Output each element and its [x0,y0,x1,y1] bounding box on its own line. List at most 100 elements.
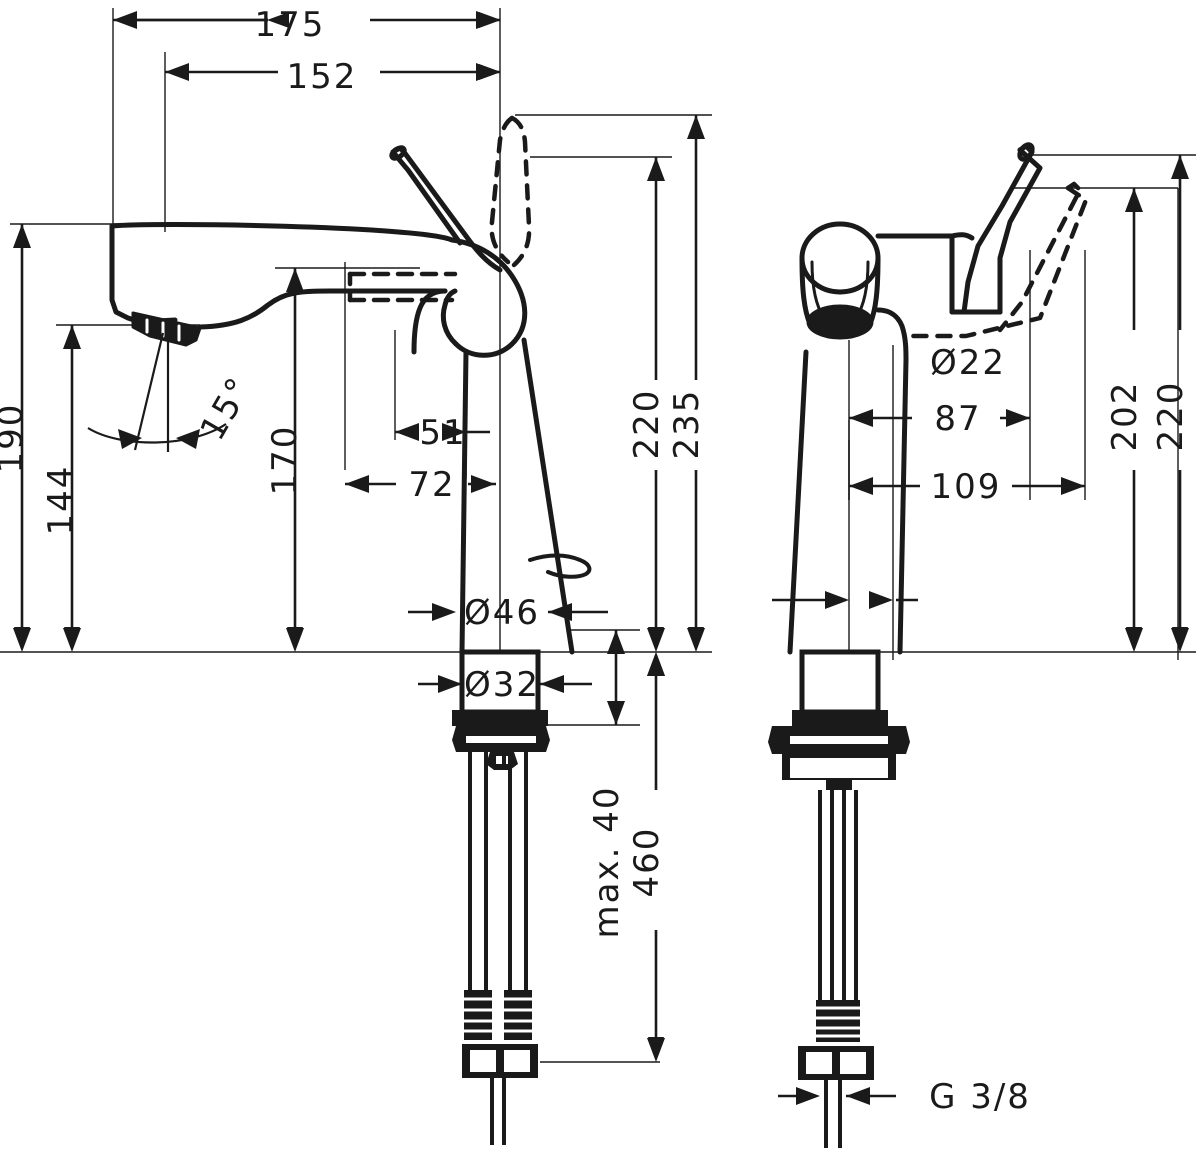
arrow-109-left [849,477,873,495]
arrow-51-left [395,423,419,441]
label-220-right: 220 [1151,381,1191,452]
angle-leader-tilted [133,332,165,451]
aerator-front [806,304,874,340]
arrow-144-bottom [63,628,81,652]
popup-waste-rod [528,553,592,579]
arrow-190-top [13,224,31,248]
shank-assembly-front [768,649,910,1148]
washer-top-front [792,710,888,726]
lever-tip-ellipse [389,145,407,161]
lever-handle-dashed-left [489,115,515,265]
arrow-51-right [442,423,466,441]
hex-face-b [504,1050,530,1072]
arrow-220-top [647,157,665,181]
clip-hole-a [496,756,502,764]
arrow-87-left [849,409,873,427]
arrow-235-bottom [687,628,705,652]
body-shoulder-front [875,307,909,363]
arrow-d32-left [438,675,462,693]
outlet-inner-left [810,260,826,320]
tail-pipe-side [490,1078,506,1145]
label-g38: G 3/8 [929,1077,1031,1117]
arrow-460-top [647,652,665,676]
hex-front-face-b [840,1052,866,1074]
arrow-190-bottom [13,628,31,652]
label-144: 144 [41,465,81,536]
hose-a-side [468,752,488,990]
dimension-text-layer: 175 152 190 144 170 15° 51 72 Ø46 Ø32 22… [0,5,1191,1117]
arrow-g38-left [796,1087,820,1105]
arrow-d32-right [540,675,564,693]
label-175: 175 [255,5,326,45]
label-220: 220 [627,389,667,460]
arrow-max40-bottom [607,701,625,725]
arrow-144-top [63,325,81,349]
label-202: 202 [1105,381,1145,452]
extension-lines-layer [0,8,1196,1063]
spout-upper-edge [109,222,455,243]
label-152: 152 [287,57,358,97]
label-87: 87 [934,399,981,439]
faucet-side-view [109,115,592,655]
column-left-front [787,349,809,655]
column-right [521,337,575,655]
arrow-235-top [687,115,705,139]
lever-front-dashed-b [903,185,1089,339]
aerator-block [131,311,202,347]
arrow-202-bottom [1125,628,1143,652]
hose-front-b [842,790,858,1000]
nut-slot-side [466,736,536,743]
label-170: 170 [265,425,305,496]
ferrule-ribs [464,997,532,1033]
arrow-d46-right [548,603,572,621]
arrow-220r-bottom [1171,628,1189,652]
body-ball-inner [440,288,459,347]
nut-slot-front [790,736,888,744]
lever-front-dashed-a [997,181,1083,333]
arrow-15deg-left [118,429,142,449]
body-neck-lower [411,288,448,355]
arrow-152-left [165,63,189,81]
arrow-72-right [471,475,495,493]
mount-clip-front [826,780,852,790]
hex-front-face-a [806,1052,832,1074]
tail-pipe-front [824,1080,842,1148]
spout-lower-edge [197,288,448,330]
label-72: 72 [408,465,455,505]
arrow-175-right [476,11,500,29]
hose-b-side [508,752,528,990]
arrow-175-left [113,11,137,29]
lever-front-right [997,147,1043,315]
ferrule-front [816,1000,860,1042]
label-d46: Ø46 [464,593,540,633]
shank-assembly-side [452,649,550,1145]
label-190: 190 [0,403,31,474]
angle-15-group [87,332,227,452]
spout-nose [109,223,178,325]
arrow-72-left [345,475,369,493]
hex-face-a [470,1050,496,1072]
label-51: 51 [419,413,466,453]
arrow-max40-top [607,630,625,654]
faucet-front-view [787,142,1089,655]
column-right-front [897,357,909,655]
arrow-d22-right [869,591,893,609]
outlet-inner-right [854,260,870,320]
label-109: 109 [931,467,1002,507]
hose-a-ferrule [464,990,492,1040]
arrow-87-right [1006,409,1030,427]
lever-handle-lower [390,149,463,246]
arrow-170-top [286,268,304,292]
arrow-g38-right [846,1087,870,1105]
arrow-109-right [1061,477,1085,495]
label-max40: max. 40 [587,786,627,939]
ferrule-ribs-front [816,1006,860,1038]
lever-front-tip [1017,142,1035,162]
arrow-460-bottom [647,1038,665,1062]
angle-arc [87,423,227,444]
arrow-d22-left [825,591,849,609]
label-235: 235 [667,389,707,460]
body-top-round [949,232,975,241]
